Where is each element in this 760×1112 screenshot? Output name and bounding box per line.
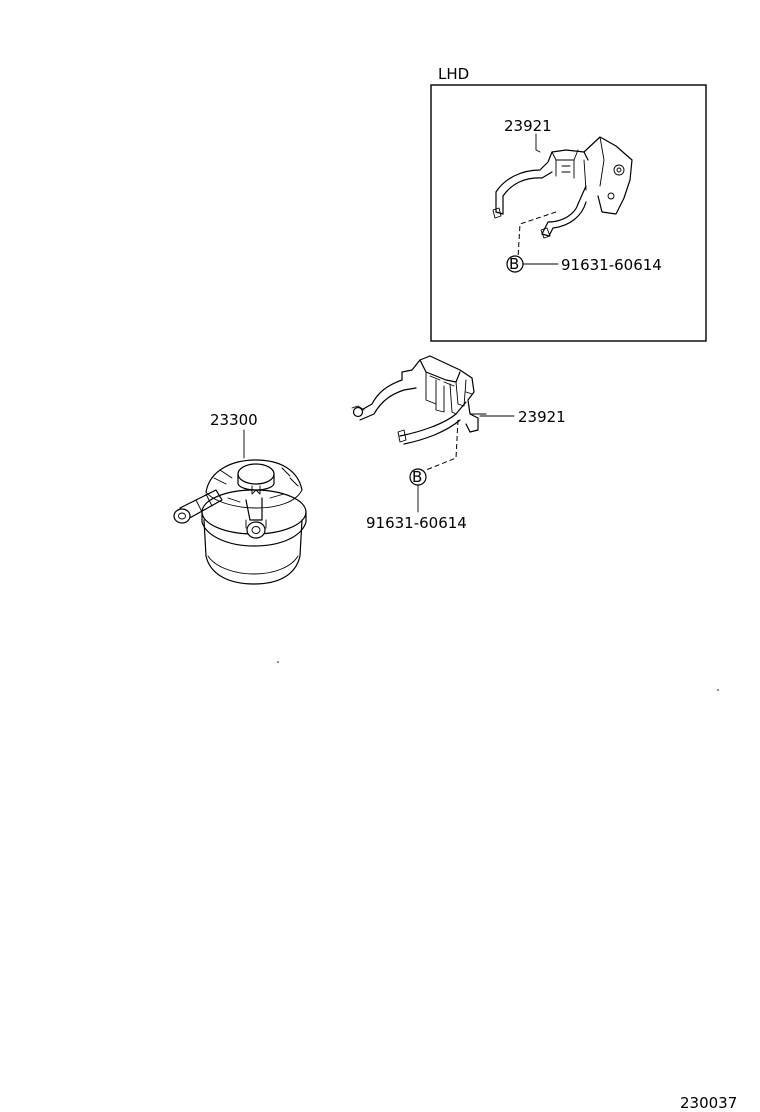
inset-bolt-dashline: [517, 211, 557, 259]
inset-bracket-leader: [535, 133, 541, 153]
inset-bracket-drawing: [492, 136, 633, 239]
figure-number: 230037: [680, 1094, 737, 1112]
main-bolt-dashline: [425, 419, 459, 471]
inset-bolt-label: 91631-60614: [561, 256, 662, 274]
speck-dot: [277, 661, 279, 663]
lhd-inset: LHD 23921: [430, 65, 707, 342]
inset-bolt-symbol: B: [509, 255, 519, 273]
main-bolt-symbol: B: [412, 468, 422, 486]
fuel-filter-drawing: [173, 459, 307, 585]
main-bracket-drawing: [351, 355, 487, 445]
lhd-inset-title: LHD: [438, 65, 469, 83]
filter-label: 23300: [210, 411, 258, 429]
speck-dot: [717, 689, 719, 691]
lhd-inset-frame: [430, 84, 707, 342]
inset-bracket-label: 23921: [504, 117, 552, 135]
fuel-filter: 23300: [173, 411, 307, 585]
main-bracket-label: 23921: [518, 408, 566, 426]
main-bracket: 23921 B 91631-60614: [351, 355, 566, 532]
main-bolt-label: 91631-60614: [366, 514, 467, 532]
